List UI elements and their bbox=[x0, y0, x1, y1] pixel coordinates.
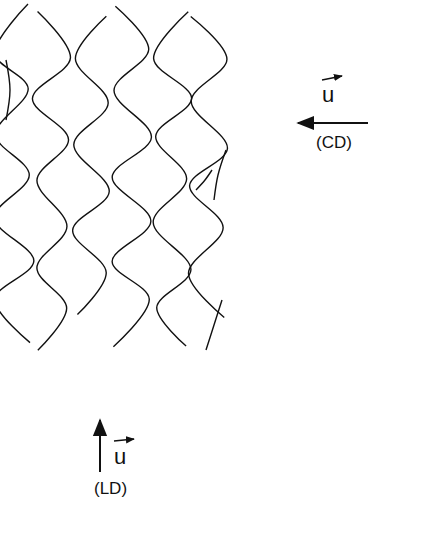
fiber-strand bbox=[6, 60, 10, 120]
cd-direction-arrow bbox=[298, 122, 368, 124]
vector-symbol: u bbox=[114, 446, 126, 468]
fiber-strand bbox=[32, 11, 70, 350]
fiber-strand bbox=[206, 300, 222, 350]
fiber-strand bbox=[112, 6, 151, 347]
fiber-strand bbox=[189, 16, 228, 317]
vector-arrow bbox=[322, 76, 342, 80]
vector-symbol: u bbox=[322, 84, 334, 106]
direction-label: (LD) bbox=[94, 480, 127, 497]
fiber-strand bbox=[73, 16, 110, 314]
fiber-strand bbox=[214, 150, 226, 200]
direction-label: (CD) bbox=[316, 134, 352, 151]
fiber-strand bbox=[196, 170, 212, 190]
ld-direction-arrow bbox=[99, 420, 101, 472]
fiber-strand bbox=[0, 4, 34, 343]
fiber-strand bbox=[153, 12, 191, 346]
vector-arrow bbox=[114, 439, 134, 441]
fiber-mesh bbox=[0, 4, 227, 350]
